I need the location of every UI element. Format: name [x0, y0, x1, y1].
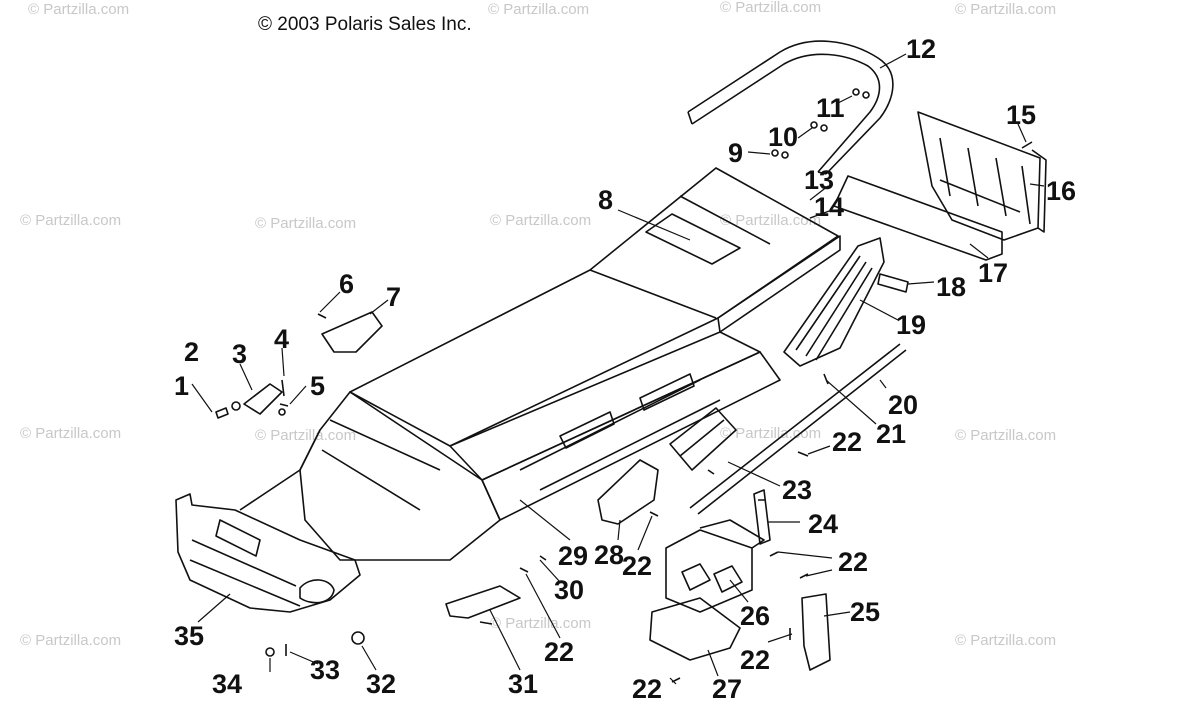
callout-27: 27 [712, 674, 742, 704]
callout-22: 22 [632, 674, 662, 704]
watermark: © Partzilla.com [20, 632, 121, 649]
tunnel-part [299, 167, 841, 561]
callout-26: 26 [740, 601, 770, 631]
callout-5: 5 [310, 371, 325, 401]
cover-plate-part [445, 585, 521, 619]
plate-part [597, 459, 659, 525]
callout-22: 22 [544, 637, 574, 667]
callout-7: 7 [386, 282, 401, 312]
callout-1: 1 [174, 371, 189, 401]
running-board-part [783, 237, 885, 367]
strap-part [753, 489, 771, 545]
callout-11: 11 [816, 93, 845, 123]
front-bumper-part [175, 429, 361, 613]
grab-handle-part [687, 40, 894, 175]
rod-part [689, 343, 907, 515]
callout-29: 29 [558, 541, 588, 571]
callout-35: 35 [174, 621, 204, 651]
leader-lines [191, 53, 1045, 685]
callout-6: 6 [339, 269, 354, 299]
copyright-notice: © 2003 Polaris Sales Inc. [258, 14, 472, 35]
watermark: © Partzilla.com [720, 212, 821, 229]
callout-22: 22 [832, 427, 862, 457]
callout-15: 15 [1006, 100, 1036, 130]
callout-3: 3 [232, 339, 247, 369]
callout-labels: 1 2 3 4 5 6 7 8 9 10 11 12 13 14 15 16 1… [174, 34, 1076, 704]
watermark: © Partzilla.com [955, 427, 1056, 444]
callout-25: 25 [850, 597, 880, 627]
callout-4: 4 [274, 324, 289, 354]
watermark: © Partzilla.com [720, 425, 821, 442]
callout-13: 13 [804, 165, 834, 195]
watermark: © Partzilla.com [20, 212, 121, 229]
callout-33: 33 [310, 655, 340, 685]
mount-bracket-part [317, 311, 383, 353]
callout-30: 30 [554, 575, 584, 605]
callout-2: 2 [184, 337, 199, 367]
flap-backing-part [833, 175, 1003, 261]
callout-22: 22 [838, 547, 868, 577]
watermarks: © Partzilla.com © Partzilla.com © Partzi… [20, 0, 1056, 649]
callout-24: 24 [808, 509, 838, 539]
watermark: © Partzilla.com [28, 1, 129, 18]
callout-8: 8 [598, 185, 613, 215]
callout-19: 19 [896, 310, 926, 340]
callout-32: 32 [366, 669, 396, 699]
fastener-parts [265, 88, 1033, 683]
callout-17: 17 [978, 258, 1008, 288]
bracket-part [669, 407, 737, 471]
watermark: © Partzilla.com [955, 632, 1056, 649]
callout-14: 14 [814, 192, 844, 222]
decal-part [877, 273, 909, 293]
callout-12: 12 [906, 34, 936, 64]
rear-bracket-part [801, 593, 831, 671]
watermark: © Partzilla.com [255, 215, 356, 232]
watermark: © Partzilla.com [255, 427, 356, 444]
watermark: © Partzilla.com [490, 212, 591, 229]
callout-10: 10 [768, 122, 798, 152]
callout-23: 23 [782, 475, 812, 505]
callout-21: 21 [876, 419, 906, 449]
callout-22: 22 [622, 551, 652, 581]
snow-flap-part [917, 111, 1047, 241]
bracket-assembly-part [649, 519, 765, 661]
callout-20: 20 [888, 390, 918, 420]
callout-31: 31 [508, 669, 538, 699]
callout-22: 22 [740, 645, 770, 675]
callout-9: 9 [728, 138, 743, 168]
watermark: © Partzilla.com [720, 0, 821, 16]
watermark: © Partzilla.com [20, 425, 121, 442]
callout-28: 28 [594, 540, 624, 570]
callout-16: 16 [1046, 176, 1076, 206]
callout-34: 34 [212, 669, 242, 699]
watermark: © Partzilla.com [955, 1, 1056, 18]
watermark: © Partzilla.com [490, 615, 591, 632]
hardware-parts [215, 379, 289, 419]
watermark: © Partzilla.com [488, 1, 589, 18]
callout-18: 18 [936, 272, 966, 302]
